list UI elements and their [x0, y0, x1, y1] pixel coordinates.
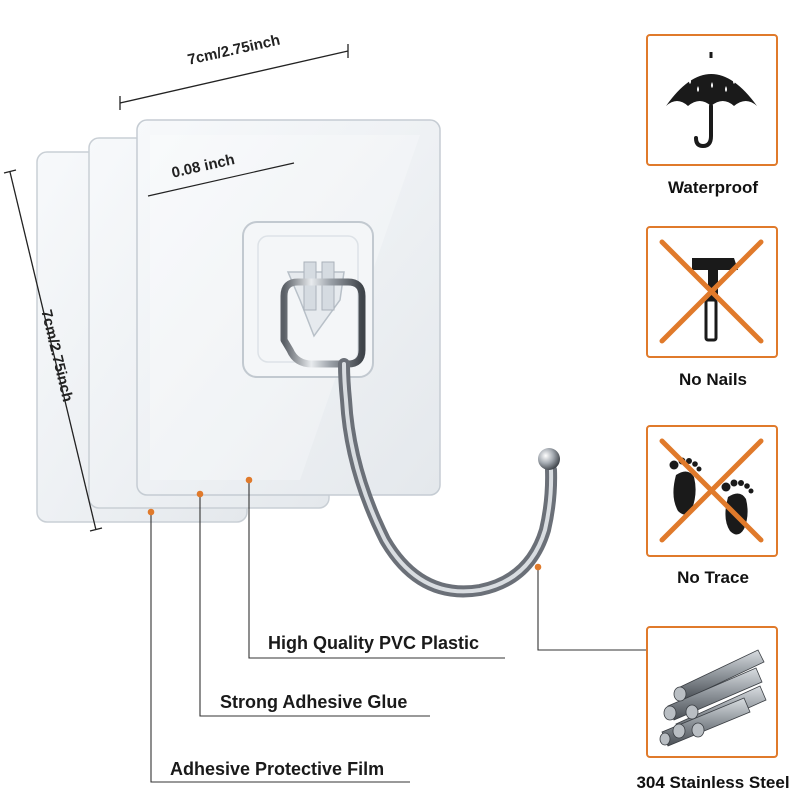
steel-label: 304 Stainless Steel — [636, 773, 790, 792]
no-trace-label: No Trace — [677, 568, 749, 587]
no-nails-box — [646, 226, 778, 358]
glue-callout-label: Strong Adhesive Glue — [220, 692, 408, 712]
pvc-callout-label: High Quality PVC Plastic — [268, 633, 480, 653]
film-leader — [150, 512, 410, 783]
hook-loop — [280, 278, 366, 368]
film-callout-label: Adhesive Protective Film — [170, 759, 385, 779]
film-dot — [147, 508, 155, 516]
umbrella-icon — [666, 52, 757, 149]
hook-ball — [538, 448, 560, 470]
no-nails-label: No Nails — [678, 370, 748, 389]
steel-dot — [534, 563, 542, 571]
pvc-leader — [248, 480, 505, 659]
pvc-dot — [245, 476, 253, 484]
steel-box — [646, 626, 778, 758]
no-footprints-icon — [659, 438, 764, 543]
waterproof-box — [646, 34, 778, 166]
width-dimension-line — [119, 44, 349, 110]
thickness-dimension-line — [147, 162, 295, 197]
height-dimension-line — [3, 169, 103, 532]
steel-rods-icon — [659, 649, 767, 747]
steel-leader — [537, 567, 648, 651]
glue-leader — [199, 494, 430, 717]
waterproof-label: Waterproof — [667, 178, 759, 197]
no-trace-box — [646, 425, 778, 557]
glue-dot — [196, 490, 204, 498]
no-hammer-nail-icon — [659, 239, 764, 344]
